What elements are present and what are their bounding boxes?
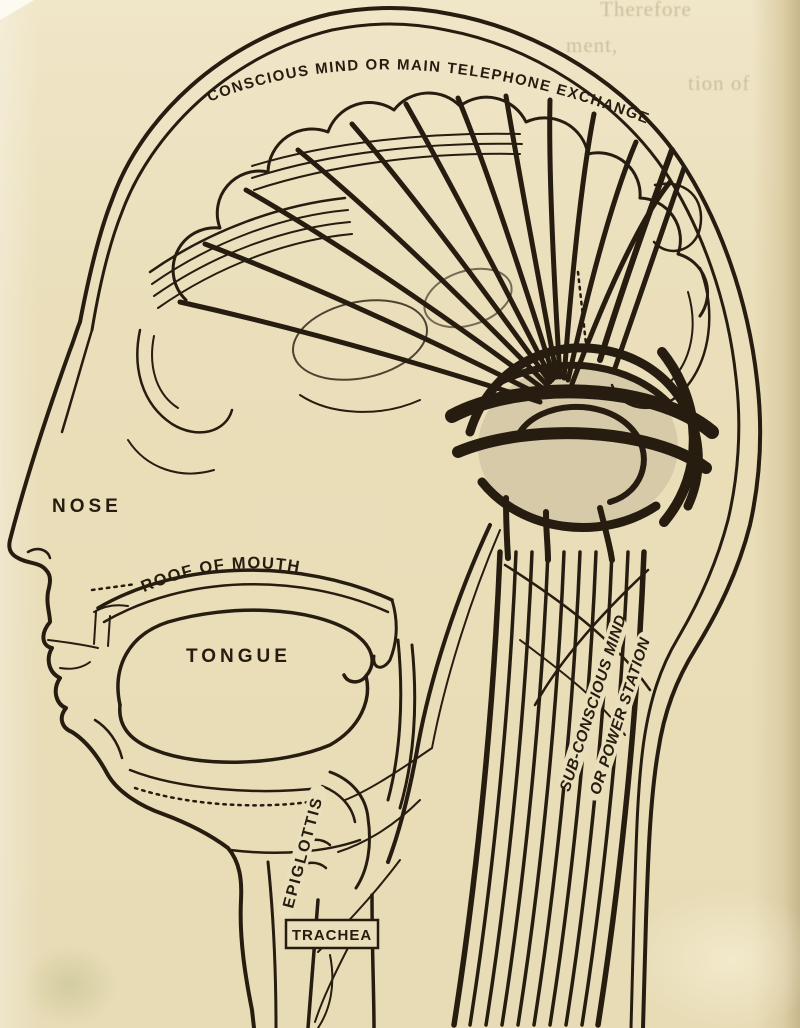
nerve-knot (445, 270, 719, 563)
mouth-structures (47, 568, 417, 810)
nerve-fan (180, 96, 670, 402)
label-tongue: TONGUE (186, 646, 291, 667)
head-outline (7, 6, 763, 1028)
label-trachea: TRACHEA (292, 927, 372, 944)
dotted-leader (576, 270, 588, 346)
label-roof-of-mouth: ROOF OF MOUTH (138, 554, 302, 596)
dotted-leader (133, 786, 324, 807)
page-bleed-text: Therefore ment, tion of (566, 0, 750, 95)
brain-cortex (127, 91, 711, 475)
dotted-leader (90, 582, 138, 592)
throat-nerves (314, 523, 501, 1023)
label-clearings (277, 617, 654, 919)
trachea-label-box (284, 918, 380, 950)
bleed-line: ment, (566, 33, 618, 57)
label-nose: NOSE (52, 496, 122, 517)
bleed-line: tion of (688, 71, 750, 95)
trachea-structures (294, 770, 376, 1028)
bleed-line: Therefore (600, 0, 692, 21)
